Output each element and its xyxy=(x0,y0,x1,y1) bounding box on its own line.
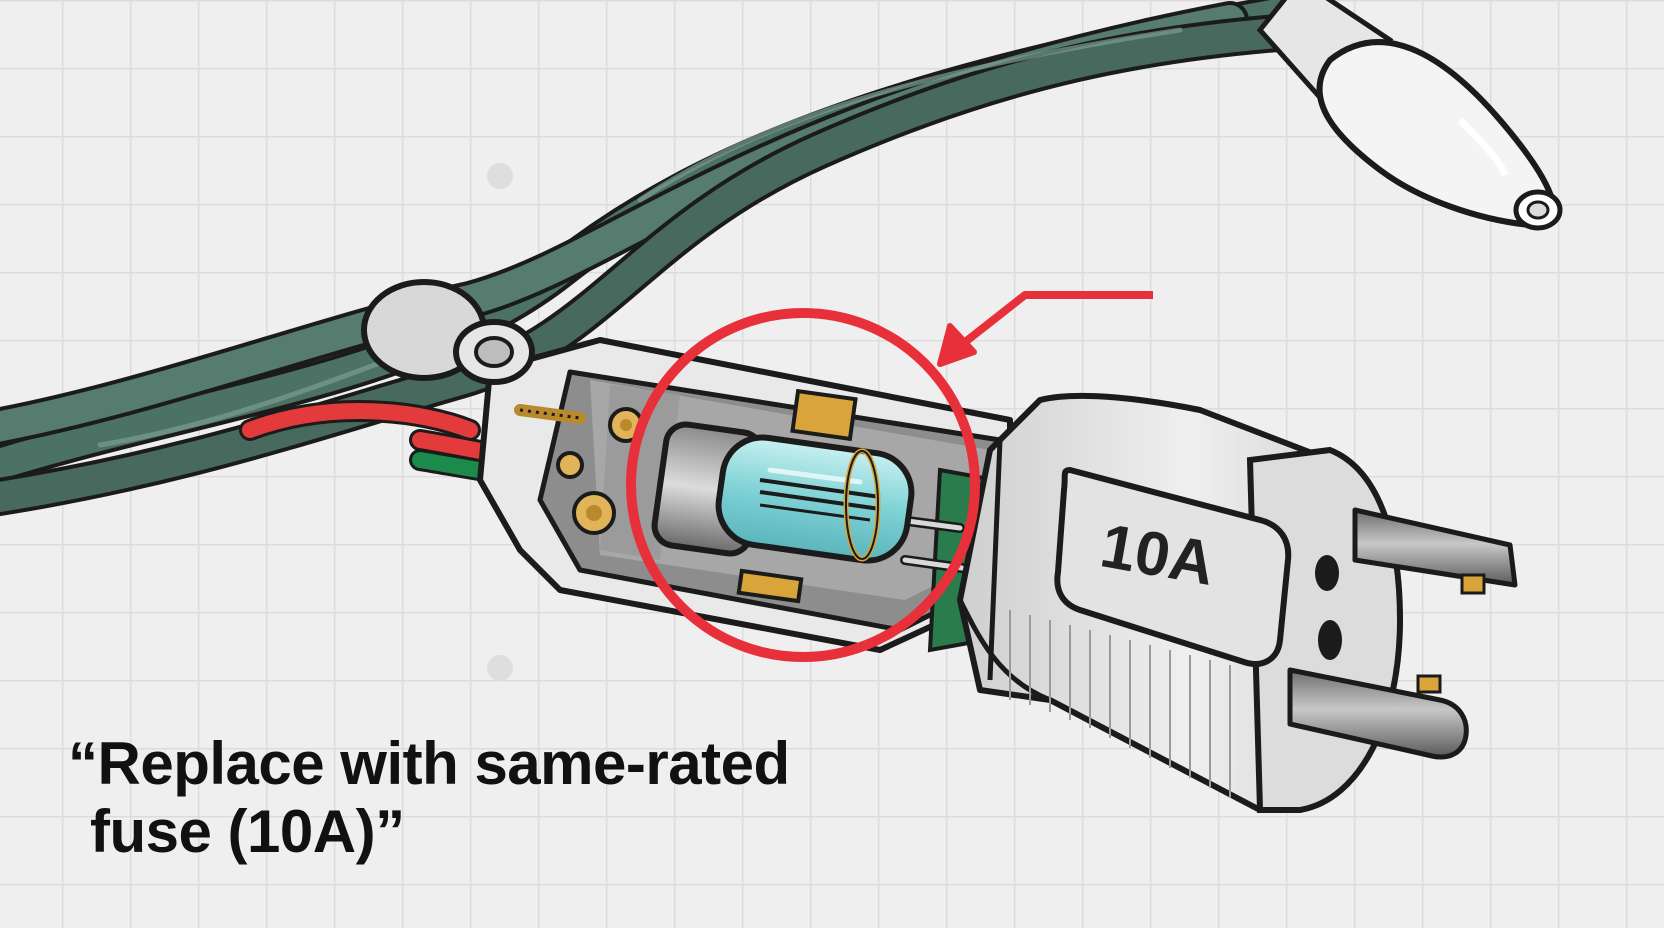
instruction-caption: “Replace with same-rated fuse (10A)” xyxy=(68,730,790,866)
caption-line-1: “Replace with same-rated xyxy=(68,730,790,797)
fuse-callout xyxy=(626,291,1153,662)
bulb-socket xyxy=(1256,0,1563,231)
plug-head: 10A xyxy=(957,392,1518,813)
grid-dot xyxy=(487,655,513,681)
grid-dot xyxy=(487,163,513,189)
glass-fuse xyxy=(651,421,967,573)
caption-line-2: fuse (10A)” xyxy=(90,798,405,865)
cable-grommet xyxy=(361,279,535,385)
highlight-circle-icon xyxy=(626,308,980,662)
cable-bundle xyxy=(0,0,1339,517)
pointer-arrow-icon xyxy=(937,291,1153,367)
